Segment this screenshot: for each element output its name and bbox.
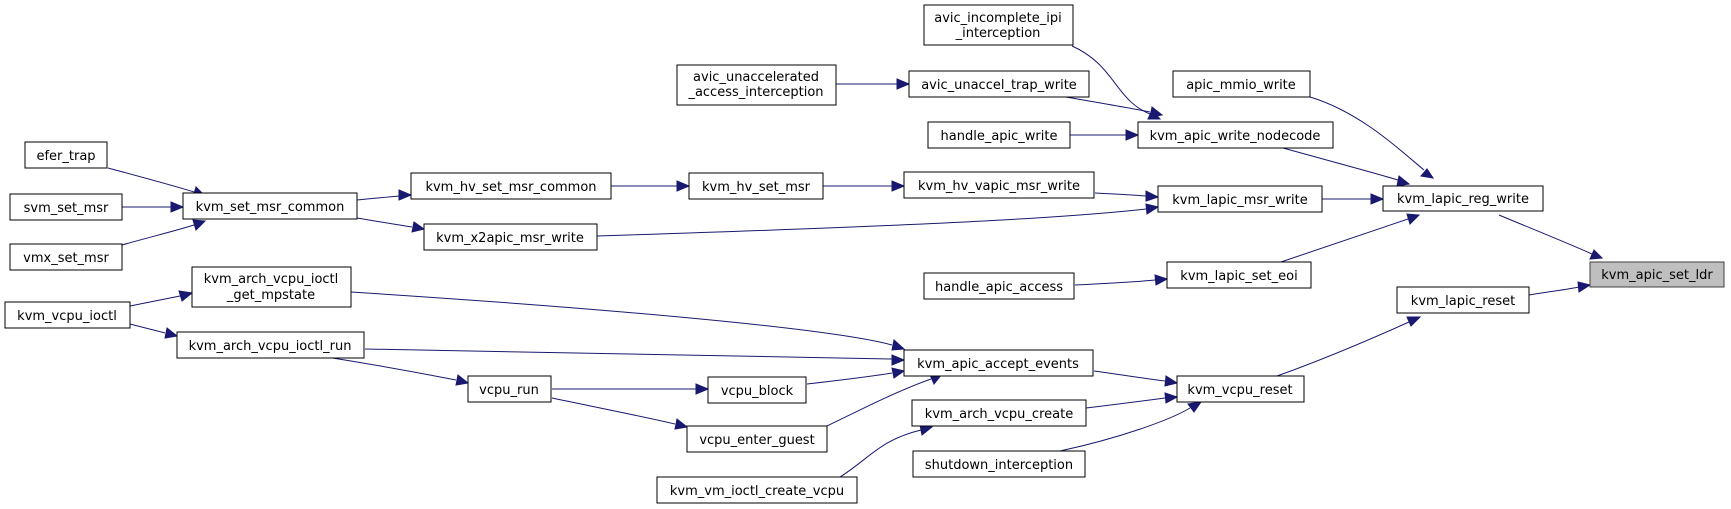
node-label: kvm_apic_set_ldr bbox=[1601, 268, 1713, 283]
node-avic_incomplete_ipi_interception[interactable]: avic_incomplete_ipi _interception bbox=[923, 4, 1074, 46]
node-avic_unaccelerated_access_interception[interactable]: avic_unaccelerated _access_interception bbox=[676, 64, 837, 106]
node-vcpu_block[interactable]: vcpu_block bbox=[707, 376, 807, 404]
edge-svm_set_msr-to-kvm_set_msr_common bbox=[122, 201, 185, 213]
edge-kvm_vcpu_reset-to-kvm_lapic_reset bbox=[1276, 316, 1422, 377]
edge-vcpu_block-to-kvm_apic_accept_events bbox=[806, 367, 906, 385]
node-label: kvm_arch_vcpu_ioctl_run bbox=[189, 339, 352, 354]
node-vcpu_enter_guest[interactable]: vcpu_enter_guest bbox=[686, 425, 828, 453]
edge-kvm_arch_vcpu_ioctl_run-to-kvm_apic_accept_events bbox=[364, 348, 906, 366]
node-kvm_hv_set_msr_common[interactable]: kvm_hv_set_msr_common bbox=[410, 172, 612, 200]
node-label: kvm_hv_vapic_msr_write bbox=[918, 179, 1080, 194]
edge-kvm_hv_set_msr_common-to-kvm_hv_set_msr bbox=[611, 180, 691, 192]
edge-kvm_apic_write_nodecode-to-kvm_lapic_reg_write bbox=[1282, 147, 1411, 187]
node-kvm_hv_set_msr[interactable]: kvm_hv_set_msr bbox=[688, 172, 824, 200]
node-efer_trap[interactable]: efer_trap bbox=[24, 141, 108, 169]
edge-apic_mmio_write-to-kvm_lapic_reg_write bbox=[1309, 96, 1435, 179]
edge-handle_apic_write-to-kvm_apic_write_nodecode bbox=[1070, 129, 1140, 141]
node-kvm_apic_set_ldr[interactable]: kvm_apic_set_ldr bbox=[1589, 261, 1725, 288]
edge-kvm_hv_vapic_msr_write-to-kvm_lapic_msr_write bbox=[1094, 190, 1160, 202]
node-label: kvm_x2apic_msr_write bbox=[436, 231, 584, 246]
edge-kvm_vcpu_ioctl-to-kvm_arch_vcpu_ioctl_run bbox=[129, 323, 179, 339]
edge-kvm_arch_vcpu_ioctl_run-to-vcpu_run bbox=[319, 355, 470, 386]
node-shutdown_interception[interactable]: shutdown_interception bbox=[912, 450, 1086, 478]
node-label: vcpu_run bbox=[479, 383, 539, 398]
node-label: vcpu_block bbox=[721, 384, 794, 399]
node-label: vmx_set_msr bbox=[23, 251, 109, 266]
node-label: kvm_apic_write_nodecode bbox=[1150, 129, 1321, 144]
edge-kvm_set_msr_common-to-kvm_x2apic_msr_write bbox=[356, 217, 426, 233]
node-kvm_vm_ioctl_create_vcpu[interactable]: kvm_vm_ioctl_create_vcpu bbox=[656, 476, 858, 504]
node-label: handle_apic_write bbox=[941, 129, 1058, 144]
node-label: kvm_lapic_set_eoi bbox=[1180, 269, 1297, 284]
edge-kvm_lapic_set_eoi-to-kvm_lapic_reg_write bbox=[1274, 213, 1421, 265]
edge-handle_apic_access-to-kvm_lapic_set_eoi bbox=[1074, 274, 1169, 286]
node-label: handle_apic_access bbox=[935, 280, 1063, 295]
node-kvm_vcpu_ioctl[interactable]: kvm_vcpu_ioctl bbox=[4, 301, 131, 329]
edge-kvm_lapic_reset-to-kvm_apic_set_ldr bbox=[1528, 281, 1592, 296]
node-kvm_apic_accept_events[interactable]: kvm_apic_accept_events bbox=[903, 349, 1094, 377]
node-label: kvm_vcpu_ioctl bbox=[17, 309, 117, 324]
node-label-line1: kvm_arch_vcpu_ioctl bbox=[204, 272, 339, 287]
node-kvm_lapic_reset[interactable]: kvm_lapic_reset bbox=[1396, 286, 1530, 314]
node-kvm_apic_write_nodecode[interactable]: kvm_apic_write_nodecode bbox=[1137, 121, 1334, 149]
node-kvm_x2apic_msr_write[interactable]: kvm_x2apic_msr_write bbox=[423, 223, 598, 251]
node-svm_set_msr[interactable]: svm_set_msr bbox=[9, 193, 123, 221]
node-kvm_hv_vapic_msr_write[interactable]: kvm_hv_vapic_msr_write bbox=[903, 171, 1095, 199]
node-label-line2: _access_interception bbox=[687, 85, 823, 100]
edge-kvm_vcpu_ioctl-to-kvm_arch_vcpu_ioctl_get_mpstate bbox=[129, 290, 194, 307]
edge-shutdown_interception-to-kvm_vcpu_reset bbox=[1059, 401, 1203, 452]
node-kvm_set_msr_common[interactable]: kvm_set_msr_common bbox=[182, 192, 358, 220]
node-kvm_vcpu_reset[interactable]: kvm_vcpu_reset bbox=[1176, 375, 1305, 403]
node-label: kvm_vcpu_reset bbox=[1187, 383, 1292, 398]
node-label-line1: avic_unaccelerated bbox=[693, 70, 819, 85]
edge-avic_unaccel_trap_write-to-kvm_apic_write_nodecode bbox=[1059, 95, 1164, 118]
node-label: vcpu_enter_guest bbox=[699, 433, 814, 448]
edge-kvm_x2apic_msr_write-to-kvm_lapic_msr_write bbox=[596, 203, 1160, 237]
node-apic_mmio_write[interactable]: apic_mmio_write bbox=[1172, 70, 1311, 98]
edge-kvm_hv_set_msr-to-kvm_hv_vapic_msr_write bbox=[823, 180, 906, 192]
node-kvm_lapic_reg_write[interactable]: kvm_lapic_reg_write bbox=[1382, 185, 1544, 212]
node-label: efer_trap bbox=[36, 149, 95, 164]
node-handle_apic_write[interactable]: handle_apic_write bbox=[927, 121, 1071, 149]
node-label: apic_mmio_write bbox=[1186, 78, 1296, 93]
node-label: kvm_hv_set_msr bbox=[702, 180, 811, 195]
node-label: kvm_lapic_reg_write bbox=[1397, 192, 1529, 207]
node-avic_unaccel_trap_write[interactable]: avic_unaccel_trap_write bbox=[908, 70, 1090, 98]
edge-avic_unaccelerated_access_interception-to-avic_unaccel_trap_write bbox=[836, 78, 911, 90]
node-label: shutdown_interception bbox=[925, 458, 1073, 473]
node-label: kvm_vm_ioctl_create_vcpu bbox=[670, 484, 844, 499]
edges bbox=[107, 45, 1604, 478]
edge-kvm_lapic_msr_write-to-kvm_lapic_reg_write bbox=[1322, 193, 1385, 205]
edge-kvm_set_msr_common-to-kvm_hv_set_msr_common bbox=[356, 189, 413, 201]
edge-vmx_set_msr-to-kvm_set_msr_common bbox=[121, 219, 207, 246]
node-kvm_arch_vcpu_create[interactable]: kvm_arch_vcpu_create bbox=[911, 399, 1087, 427]
edge-kvm_lapic_reg_write-to-kvm_apic_set_ldr bbox=[1498, 214, 1604, 260]
node-label-line1: avic_incomplete_ipi bbox=[934, 11, 1061, 26]
nodes: kvm_apic_set_ldr kvm_lapic_reg_write kvm… bbox=[4, 4, 1725, 504]
node-label: kvm_lapic_msr_write bbox=[1172, 193, 1307, 208]
edge-kvm_arch_vcpu_ioctl_get_mpstate-to-kvm_apic_accept_events bbox=[350, 291, 906, 351]
node-label-line2: _get_mpstate bbox=[226, 288, 315, 303]
node-label: kvm_lapic_reset bbox=[1411, 294, 1515, 309]
node-label: kvm_set_msr_common bbox=[196, 200, 345, 215]
node-kvm_arch_vcpu_ioctl_get_mpstate[interactable]: kvm_arch_vcpu_ioctl _get_mpstate bbox=[191, 266, 352, 308]
node-kvm_lapic_msr_write[interactable]: kvm_lapic_msr_write bbox=[1157, 185, 1323, 213]
node-handle_apic_access[interactable]: handle_apic_access bbox=[923, 272, 1075, 300]
node-kvm_arch_vcpu_ioctl_run[interactable]: kvm_arch_vcpu_ioctl_run bbox=[176, 331, 365, 359]
node-kvm_lapic_set_eoi[interactable]: kvm_lapic_set_eoi bbox=[1166, 261, 1312, 289]
node-vmx_set_msr[interactable]: vmx_set_msr bbox=[9, 243, 123, 271]
edge-kvm_apic_accept_events-to-kvm_vcpu_reset bbox=[1093, 370, 1179, 387]
node-label: svm_set_msr bbox=[24, 201, 109, 216]
node-vcpu_run[interactable]: vcpu_run bbox=[467, 375, 552, 403]
edge-vcpu_run-to-vcpu_enter_guest bbox=[551, 397, 689, 430]
node-label: kvm_hv_set_msr_common bbox=[425, 180, 596, 195]
edge-vcpu_run-to-vcpu_block bbox=[552, 383, 710, 395]
node-label: avic_unaccel_trap_write bbox=[921, 78, 1077, 93]
edge-kvm_arch_vcpu_create-to-kvm_vcpu_reset bbox=[1085, 392, 1179, 409]
node-label-line2: _interception bbox=[955, 26, 1041, 41]
node-label: kvm_arch_vcpu_create bbox=[925, 407, 1073, 422]
node-label: kvm_apic_accept_events bbox=[917, 357, 1079, 372]
